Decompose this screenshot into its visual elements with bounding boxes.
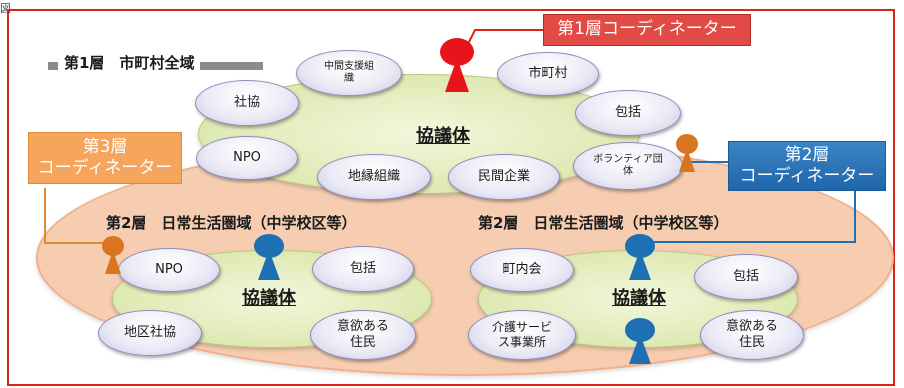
- member-volunteer: ボランティア団 体: [573, 142, 683, 190]
- layer2-left-heading: 第2層 日常生活圏域（中学校区等）: [106, 214, 357, 232]
- member-chien-soshiki: 地縁組織: [317, 154, 431, 200]
- c3-connector: [44, 188, 108, 244]
- member-chukan-shien: 中間支援組 織: [296, 50, 402, 96]
- layer2-left-coordinator-person-icon: [254, 234, 284, 280]
- volunteer-coordinator-person-icon: [676, 134, 698, 172]
- layer3-coordinator-person-icon: [102, 236, 124, 274]
- layer1-heading: 第1層 市町村全域: [58, 52, 201, 73]
- l2-left-member-hokatsu: 包括: [312, 246, 414, 292]
- diagram-frame: [7, 9, 895, 386]
- layer1-council-label: 協議体: [416, 126, 470, 147]
- layer3-coordinator-box: 第3層 コーディネーター: [28, 132, 182, 184]
- l2-right-member-chonaikai: 町内会: [470, 248, 574, 292]
- layer2-right-council-label: 協議体: [612, 288, 666, 309]
- member-npo: NPO: [196, 136, 298, 180]
- member-shichoson: 市町村: [497, 52, 599, 96]
- layer2-right-coordinator-person-icon: [625, 234, 655, 280]
- c2-connector: [640, 190, 856, 243]
- member-minkan-kigyo: 民間企業: [448, 154, 560, 200]
- layer2-right-lower-person-icon: [625, 318, 655, 364]
- layer1-coordinator-person-icon: [440, 38, 474, 92]
- layer2-right-heading: 第2層 日常生活圏域（中学校区等）: [478, 214, 729, 232]
- l2-right-member-iyoku-jumin: 意欲ある 住民: [700, 310, 804, 360]
- layer1-coordinator-box: 第1層コーディネーター: [543, 14, 751, 46]
- member-hokatsu: 包括: [575, 90, 681, 136]
- l2-right-member-kaigo-service: 介護サービ ス事業所: [468, 310, 576, 360]
- member-shakyo: 社協: [195, 80, 299, 126]
- layer2-left-council-label: 協議体: [242, 288, 296, 309]
- l2-left-member-iyoku-jumin: 意欲ある 住民: [310, 310, 416, 360]
- l2-right-member-hokatsu: 包括: [694, 254, 798, 300]
- l2-left-member-npo: NPO: [118, 248, 220, 292]
- layer2-coordinator-box: 第2層 コーディネーター: [728, 141, 886, 191]
- l2-left-member-chiku-shakyo: 地区社協: [98, 310, 202, 356]
